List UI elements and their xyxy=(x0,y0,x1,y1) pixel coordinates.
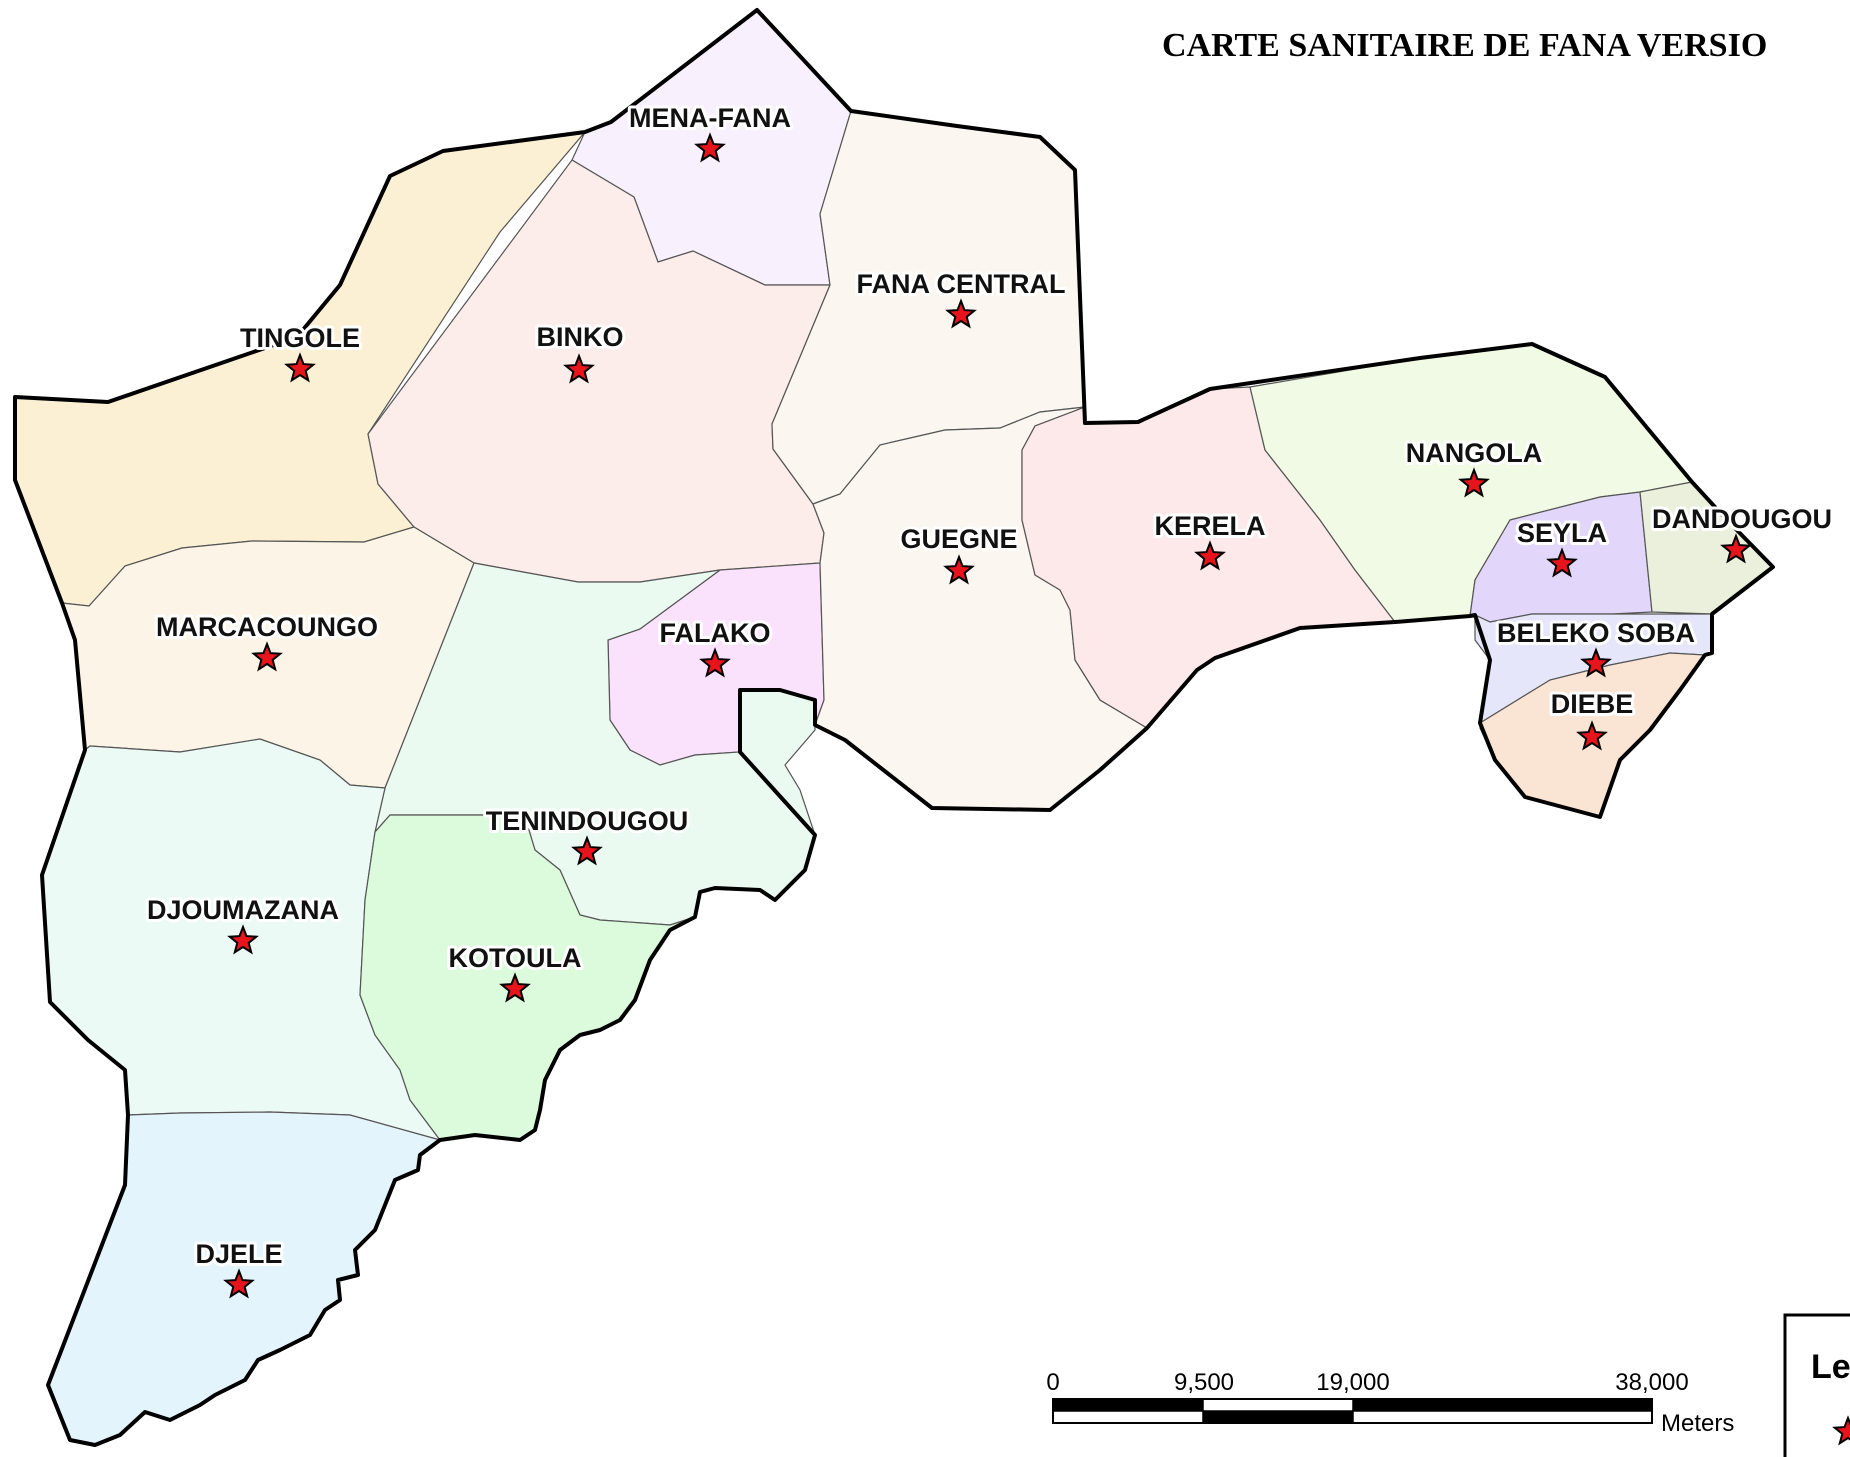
star-icon xyxy=(1720,533,1752,564)
star-icon xyxy=(1580,647,1612,678)
area-label: TENINDOUGOU xyxy=(486,806,689,836)
area-label: MENA-FANA xyxy=(629,103,791,133)
star-icon xyxy=(251,641,283,672)
scale-segment xyxy=(1052,1410,1204,1424)
area-label: DIEBE xyxy=(1551,689,1634,719)
area-label: FALAKO xyxy=(660,618,771,648)
star-icon xyxy=(1458,467,1490,498)
centre-kerela[interactable]: KERELA xyxy=(1151,508,1269,571)
centre-nangola[interactable]: NANGOLA xyxy=(1403,435,1545,498)
centre-djoumazana[interactable]: DJOUMAZANA xyxy=(144,892,342,955)
health-areas xyxy=(14,9,1774,1446)
star-icon xyxy=(943,554,975,585)
centre-mena-fana[interactable]: MENA-FANA xyxy=(626,100,794,163)
centre-dandougou[interactable]: DANDOUGOU xyxy=(1649,501,1835,564)
star-icon xyxy=(1194,540,1226,571)
centre-tenindougou[interactable]: TENINDOUGOU xyxy=(483,803,691,866)
scale-unit: Meters xyxy=(1661,1410,1734,1437)
area-label: DANDOUGOU xyxy=(1652,504,1832,534)
scale-bar: 0 9,500 19,000 38,000 Meters xyxy=(1046,1369,1734,1437)
centre-marcacoungo[interactable]: MARCACOUNGO xyxy=(153,609,381,672)
centre-falako[interactable]: FALAKO xyxy=(657,615,774,678)
centre-diebe[interactable]: DIEBE xyxy=(1548,686,1636,751)
scale-tick-label: 38,000 xyxy=(1615,1369,1688,1396)
scale-tick-label: 19,000 xyxy=(1316,1369,1389,1396)
area-djele[interactable] xyxy=(47,1111,442,1446)
centre-kotoula[interactable]: KOTOULA xyxy=(446,940,585,1003)
scale-tick-label: 9,500 xyxy=(1174,1369,1234,1396)
scale-segment xyxy=(1352,1410,1653,1424)
centre-binko[interactable]: BINKO xyxy=(534,319,627,384)
star-icon xyxy=(563,353,595,384)
legend-title: Le xyxy=(1811,1348,1850,1386)
area-label: BELEKO SOBA xyxy=(1497,618,1695,648)
centre-djele[interactable]: DJELE xyxy=(192,1236,286,1299)
area-label: DJOUMAZANA xyxy=(147,895,339,925)
area-label: KOTOULA xyxy=(449,943,582,973)
star-icon xyxy=(1832,1415,1850,1446)
star-icon xyxy=(571,835,603,866)
area-label: FANA CENTRAL xyxy=(857,269,1066,299)
scale-tick-label: 0 xyxy=(1046,1369,1059,1396)
scale-frame xyxy=(1052,1398,1653,1424)
centre-guegne[interactable]: GUEGNE xyxy=(897,521,1021,585)
area-label: NANGOLA xyxy=(1406,438,1543,468)
star-icon xyxy=(499,972,531,1003)
star-icon xyxy=(699,647,731,678)
area-label: GUEGNE xyxy=(900,524,1017,554)
map-title: CARTE SANITAIRE DE FANA VERSIO xyxy=(1162,27,1767,64)
area-label: DJELE xyxy=(195,1239,282,1269)
star-icon xyxy=(1576,720,1608,751)
star-icon xyxy=(694,132,726,163)
star-icon xyxy=(1546,547,1578,578)
centre-fana-central[interactable]: FANA CENTRAL xyxy=(854,266,1069,329)
area-label: SEYLA xyxy=(1517,518,1607,548)
scale-segment xyxy=(1203,1411,1353,1423)
district-boundary xyxy=(13,8,1775,1447)
area-label: TINGOLE xyxy=(240,323,360,353)
centre-seyla[interactable]: SEYLA xyxy=(1514,515,1610,578)
health-centres: TINGOLE MENA-FANA BINKO FANA CENTRAL MAR… xyxy=(144,100,1835,1299)
area-label: MARCACOUNGO xyxy=(156,612,378,642)
star-icon xyxy=(945,298,977,329)
scale-segment xyxy=(1202,1398,1354,1412)
star-icon xyxy=(227,924,259,955)
legend-frame xyxy=(1783,1313,1850,1457)
centre-tingole[interactable]: TINGOLE xyxy=(237,320,363,383)
area-label: KERELA xyxy=(1154,511,1265,541)
centre-beleko-soba[interactable]: BELEKO SOBA xyxy=(1494,615,1698,678)
star-icon xyxy=(284,352,316,383)
star-icon xyxy=(223,1268,255,1299)
legend: Le xyxy=(1783,1313,1850,1457)
area-label: BINKO xyxy=(537,322,624,352)
